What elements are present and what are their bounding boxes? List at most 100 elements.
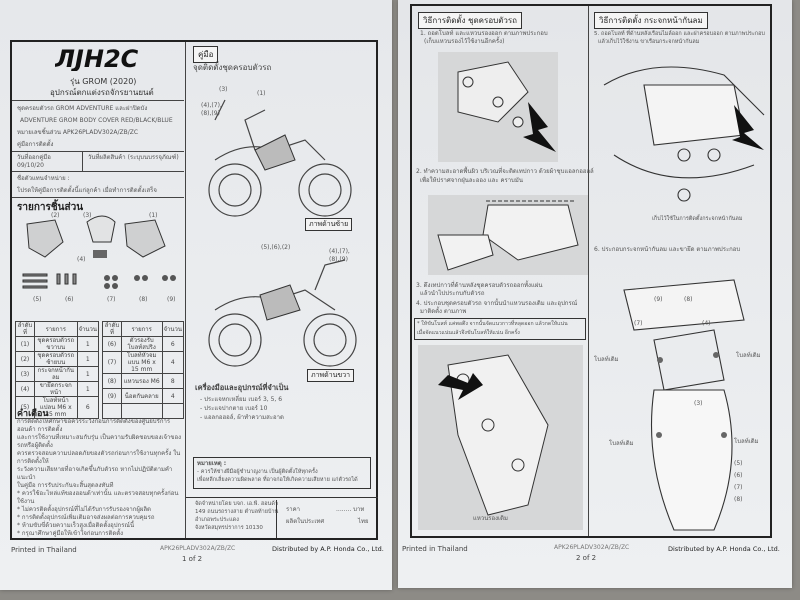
step-4-note: มาติดตั้ง ตามภาพ xyxy=(420,308,467,315)
text-cell: (1) xyxy=(257,90,266,97)
callout: (5) xyxy=(734,460,743,467)
made-in-label: ผลิตในประเทศ xyxy=(286,518,325,525)
callout: (8) xyxy=(734,496,743,503)
callout: (7) xyxy=(634,320,643,327)
text-cell: * กรุณาศึกษาคู่มือให้เข้าใจก่อนการติดตั้… xyxy=(17,530,124,537)
parts-table-left: ลำดับที่รายการจำนวน (1)ชุดครอบตัวรถ ขวาบ… xyxy=(15,321,100,419)
bike-right-view: (5),(6),(2) (4),(7), (8),(9) ภาพด้านขวา xyxy=(195,240,375,382)
issue-date-label: วันที่ออกคู่มือ xyxy=(17,154,51,161)
text-cell: จำนวน xyxy=(161,321,185,337)
step4-illustration: แหวนรองเดิม xyxy=(418,345,583,530)
warning-text: การติดตั้งให้ศึกษาข้อควรระวังก่อนการติดต… xyxy=(17,418,183,538)
part-number: หมายเลขชิ้นส่วน APK26PLADV302A/ZB/ZC xyxy=(17,129,139,136)
tool-item: - ประแจหกเหลี่ยม เบอร์ 3, 5, 6 xyxy=(200,396,283,403)
footer-code: APK26PLADV302A/ZB/ZC xyxy=(160,545,236,552)
callout: (9) xyxy=(654,296,663,303)
model-title: รุ่น GROM (2020) xyxy=(70,77,137,86)
issue-date: 09/10/20 xyxy=(17,162,44,169)
price-label: ราคา xyxy=(286,506,300,513)
footer-printed: Printed in Thailand xyxy=(402,545,468,553)
text-cell: 1 xyxy=(76,381,100,397)
step2-illustration xyxy=(428,195,588,275)
footer-page: 2 of 2 xyxy=(576,554,597,562)
step-5: 5. ถอดโบลท์ ที่ด้านหลังเรือนไมล์ออก และฝ… xyxy=(594,31,765,37)
text-cell: แหวนรอง M6 xyxy=(120,373,163,389)
text-cell: (8),(9) xyxy=(201,110,220,117)
orig-bolt-label: โบลท์เดิม xyxy=(609,440,634,447)
text-cell: เมื่อจัดแนวแน่นแล้วจึงขันโบลท์ให้แน่น อี… xyxy=(417,330,520,336)
text-cell: 1 xyxy=(76,366,100,382)
product-name-th: ชุดครอบตัวรถ GROM ADVENTURE และฝาปิดบัง xyxy=(17,105,148,112)
text-cell: เพื่อหลีกเลี่ยงความผิดพลาด ที่อาจก่อให้เ… xyxy=(197,477,358,483)
distributor-address: จัดจำหน่ายโดย บจก. เอ.พี. ฮอนด้า 149 ถนนร… xyxy=(195,500,278,532)
footer-page: 1 of 2 xyxy=(182,555,203,563)
warning-title: คำเตือน xyxy=(17,409,49,419)
text-cell: น็อตกันคลาย xyxy=(120,388,163,404)
text-cell: จังหวัดสมุทรปราการ 10130 xyxy=(195,525,263,531)
step1-illustration xyxy=(438,52,558,162)
tool-item: - ประแจปากตาย เบอร์ 10 xyxy=(200,405,268,412)
text-cell: * การติดตั้งอุปกรณ์เพิ่มเติมอาจส่งผลต่อก… xyxy=(17,514,155,521)
text-cell: กระจกหน้ากันลม xyxy=(34,366,78,382)
page-2-sheet: วิธีการติดตั้ง ชุดครอบตัวรถ 1. ถอดโบลท์ … xyxy=(398,0,792,588)
callout: (7) xyxy=(734,484,743,491)
callout: (8) xyxy=(684,296,693,303)
part-callout: (2) xyxy=(51,212,60,219)
text-cell: (5),(6),(2) xyxy=(261,244,291,251)
step5-illustration: เก็บไว้ใช้ในการติดตั้งกระจกหน้ากันลม xyxy=(594,55,769,225)
step-1: 1. ถอดโบลท์ และแหวนรองออก ตามภาพประกอบ xyxy=(420,30,548,37)
manual-label: คู่มือการติดตั้ง xyxy=(17,141,54,148)
step-6: 6. ประกอบกระจกหน้ากันลม และขายึด ตามภาพป… xyxy=(594,246,741,253)
text-cell: * ควรใช้อะไหล่แท้ของฮอนด้าเท่านั้น และตร… xyxy=(17,490,179,505)
text-cell: ลำดับที่ xyxy=(102,321,122,337)
price-value: ........ บาท xyxy=(336,506,365,513)
callout: (4) xyxy=(702,320,711,327)
tool-item: - แอลกอฮอล์, ผ้าทำความสะอาด xyxy=(200,414,284,421)
text-cell: ระวังความเสียหายที่อาจเกิดขึ้นกับตัวรถ ห… xyxy=(17,466,173,481)
view-right-label: ภาพด้านขวา xyxy=(307,369,355,382)
text-cell: (4),(7), xyxy=(329,248,350,255)
text-cell: (9) xyxy=(102,388,122,404)
footer-printed: Printed in Thailand xyxy=(11,546,77,554)
svg-text:ЛJH2C: ЛJH2C xyxy=(55,45,139,71)
step-1-note: (เก็บแหวนรองไว้ใช้งานอีกครั้ง) xyxy=(424,38,505,45)
keep-label: เก็บไว้ใช้ในการติดตั้งกระจกหน้ากันลม xyxy=(652,216,743,222)
footer-distributor: Distributed by A.P. Honda Co., Ltd. xyxy=(272,545,384,553)
text-cell: (4) xyxy=(15,381,35,397)
text-cell: (1) xyxy=(15,336,35,352)
text-cell: 4 xyxy=(161,351,185,374)
text-cell: ชุดครอบตัวรถ ขวาบน xyxy=(34,336,78,352)
part-callout: (9) xyxy=(167,296,176,303)
footer-distributor: Distributed by A.P. Honda Co., Ltd. xyxy=(668,545,780,553)
text-cell: จัดจำหน่ายโดย บจก. เอ.พี. ฮอนด้า xyxy=(195,501,278,507)
part-callout: (8) xyxy=(139,296,148,303)
text-cell: 8 xyxy=(161,373,185,389)
text-cell: โบลท์หัวจมแบน M6 x 15 mm xyxy=(120,351,163,374)
parts-table-right: ลำดับที่รายการจำนวน (6)ตัวรองรับโบลท์สปร… xyxy=(102,321,185,419)
view-left-label: ภาพด้านซ้าย xyxy=(305,218,353,231)
text-cell: 6 xyxy=(161,336,185,352)
text-cell: 149 ถนนรถรางสาย ตำบลท้ายบ้าน xyxy=(195,509,279,515)
page-1-frame xyxy=(10,40,378,540)
page-1-sheet: ЛJH2C รุ่น GROM (2020) อุปกรณ์ตกแต่งรถจั… xyxy=(0,0,392,590)
step6-illustration: โบลท์เดิม โบลท์เดิม โบลท์เดิม โบลท์เดิม … xyxy=(594,260,770,535)
part-callout: (6) xyxy=(65,296,74,303)
text-cell: * ห้ามขับขี่ด้วยความเร็วสูงเมื่อติดตั้งอ… xyxy=(17,522,135,529)
text-cell: อำเภอพระประแดง xyxy=(195,517,239,523)
text-cell: จำนวน xyxy=(76,321,100,337)
dealer-label: ชื่อตัวแทนจำหน่าย : xyxy=(17,175,70,182)
orig-bolt-label: โบลท์เดิม xyxy=(594,356,619,363)
text-cell: ควรตรวจสอบความปลอดภัยของตัวรถก่อนการใช้ง… xyxy=(17,450,181,465)
page-2-frame xyxy=(410,4,772,538)
section1-title: วิธีการติดตั้ง ชุดครอบตัวรถ xyxy=(418,12,523,29)
callout: (6) xyxy=(734,472,743,479)
text-cell: ขายึดกระจกหน้า xyxy=(34,381,78,397)
step-5-note: แล้วเก็บไว้ใช้งาน ขาเรือนกระจกหน้ากันลม xyxy=(598,39,700,45)
step-3-note: แล้วนำไปประกบกับตัวรถ xyxy=(420,290,485,297)
text-cell: (4),(7), xyxy=(201,102,222,109)
